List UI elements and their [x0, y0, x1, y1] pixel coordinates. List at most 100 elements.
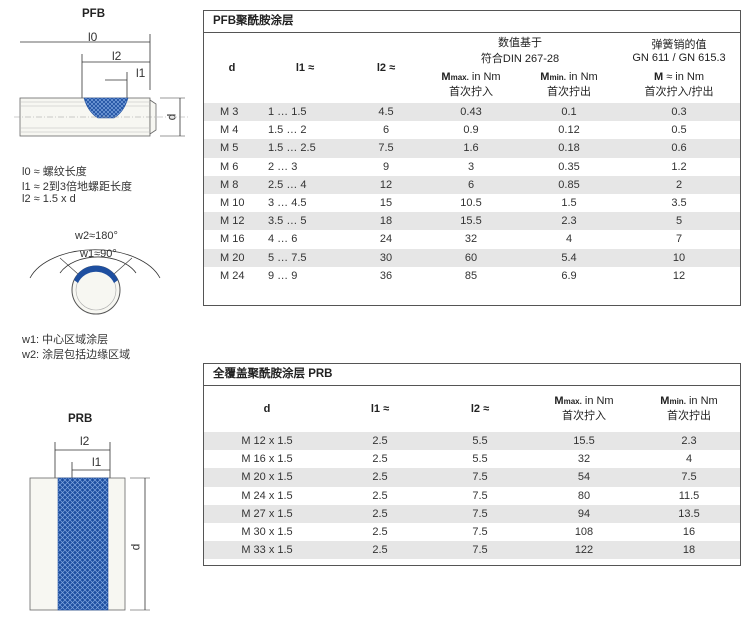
prb-mmax-sub: max.: [563, 397, 582, 406]
table-cell: M 20 x 1.5: [241, 471, 293, 484]
table-cell: 2.5: [372, 453, 388, 466]
table-cell: 0.43: [460, 106, 482, 119]
table-row: M 6 2 … 3 9 3 0.35 1.2: [204, 157, 741, 176]
table-cell: 108: [574, 526, 594, 539]
table-cell: 4: [685, 453, 693, 466]
prb-table-header: d l1 ≈ l2 ≈ Mmax. in Nm 首次拧入 Mmin. in Nm…: [204, 386, 740, 432]
table-cell: M 27 x 1.5: [241, 507, 293, 520]
pfb-legend-2: l1 ≈ 2到3倍地螺距长度: [22, 181, 132, 193]
table-cell: 6: [382, 124, 390, 137]
table-cell: 80: [577, 489, 591, 502]
table-cell: 7.5: [378, 142, 394, 155]
table-cell: 2.3: [681, 435, 697, 448]
prb-mmin-sub: min.: [669, 397, 686, 406]
table-cell: 7.5: [472, 471, 488, 484]
pfb-col-l1: l1 ≈: [295, 62, 315, 74]
pfb-mmax-desc: 首次拧入: [449, 86, 493, 98]
table-cell: 12: [672, 269, 686, 282]
table-cell: 2.5: [372, 526, 388, 539]
table-cell: M 24 x 1.5: [241, 489, 293, 502]
prb-mmax-unit: in Nm: [581, 395, 614, 407]
prb-col-d: d: [263, 403, 271, 415]
table-cell: 13.5: [678, 507, 700, 520]
table-cell: 0.12: [558, 124, 580, 137]
table-cell: 54: [577, 471, 591, 484]
table-cell: 1.5: [561, 197, 577, 210]
pfb-legend-3: l2 ≈ 1.5 x d: [22, 193, 76, 205]
pfb-mmax-unit: in Nm: [468, 71, 501, 83]
pfb-side-drawing: [14, 34, 190, 137]
table-cell: M 4: [220, 124, 239, 137]
pfb-l1-label: l1: [136, 66, 146, 80]
table-cell: 1.6: [463, 142, 479, 155]
table-cell: M 16: [220, 233, 245, 246]
table-cell: 9 … 9: [268, 269, 298, 282]
table-cell: 32: [577, 453, 591, 466]
table-cell: 7.5: [472, 526, 488, 539]
table-cell: 7.5: [472, 507, 488, 520]
prb-col-l1: l1 ≈: [370, 403, 390, 415]
table-cell: 3: [467, 160, 475, 173]
prb-mmin-desc: 首次拧出: [667, 410, 711, 422]
table-cell: 6: [467, 178, 475, 191]
table-cell: 7.5: [681, 471, 697, 484]
pfb-mmin-desc: 首次拧出: [547, 86, 591, 98]
table-cell: 1.2: [671, 160, 687, 173]
table-cell: 0.35: [558, 160, 580, 173]
table-cell: M 6: [220, 160, 239, 173]
pfb-group-values-line2: 符合DIN 267-28: [480, 53, 560, 65]
pfb-m-desc: 首次拧入/拧出: [644, 86, 714, 98]
pfb-group-values-line1: 数值基于: [498, 37, 542, 49]
table-cell: 122: [574, 544, 594, 557]
w2-label: w2≈180°: [75, 230, 118, 242]
table-cell: 6.9: [561, 269, 577, 282]
table-cell: 2.5: [372, 544, 388, 557]
table-cell: 3.5 … 5: [268, 215, 307, 228]
table-cell: 85: [464, 269, 478, 282]
table-cell: 4 … 6: [268, 233, 298, 246]
table-cell: 9: [382, 160, 390, 173]
table-cell: 30: [379, 251, 393, 264]
pfb-l2-label: l2: [112, 49, 122, 63]
table-cell: M 20: [220, 251, 245, 264]
table-cell: 1.5 … 2.5: [268, 142, 316, 155]
pfb-legend-1: l0 ≈ 螺纹长度: [22, 166, 87, 178]
table-cell: 2 … 3: [268, 160, 298, 173]
table-cell: M 5: [220, 142, 239, 155]
pfb-mmin-unit: in Nm: [565, 71, 598, 83]
table-cell: 4: [565, 233, 573, 246]
pfb-m-m: M: [653, 71, 664, 83]
pfb-d-label: d: [164, 113, 179, 121]
pfb-group-spring-line2: GN 611 / GN 615.3: [632, 52, 726, 64]
table-cell: M 8: [220, 178, 239, 191]
prb-side-drawing: [29, 442, 150, 611]
table-cell: 7: [675, 233, 683, 246]
prb-l2-label: l2: [80, 434, 90, 448]
table-cell: M 12 x 1.5: [241, 435, 293, 448]
pfb-mmin-sub: min.: [549, 73, 566, 82]
table-cell: 12: [379, 178, 393, 191]
table-cell: 5.5: [472, 453, 488, 466]
pfb-mmax-m: M: [441, 71, 451, 83]
table-cell: 1 … 1.5: [268, 106, 307, 119]
pfb-group-spring: 弹簧销的值 GN 611 / GN 615.3: [618, 33, 740, 67]
prb-mmin-m: M: [660, 395, 670, 407]
pfb-col-l2: l2 ≈: [376, 62, 396, 74]
table-cell: M 10: [220, 197, 245, 210]
table-cell: 36: [379, 269, 393, 282]
table-cell: 60: [464, 251, 478, 264]
table-cell: 0.5: [671, 124, 687, 137]
